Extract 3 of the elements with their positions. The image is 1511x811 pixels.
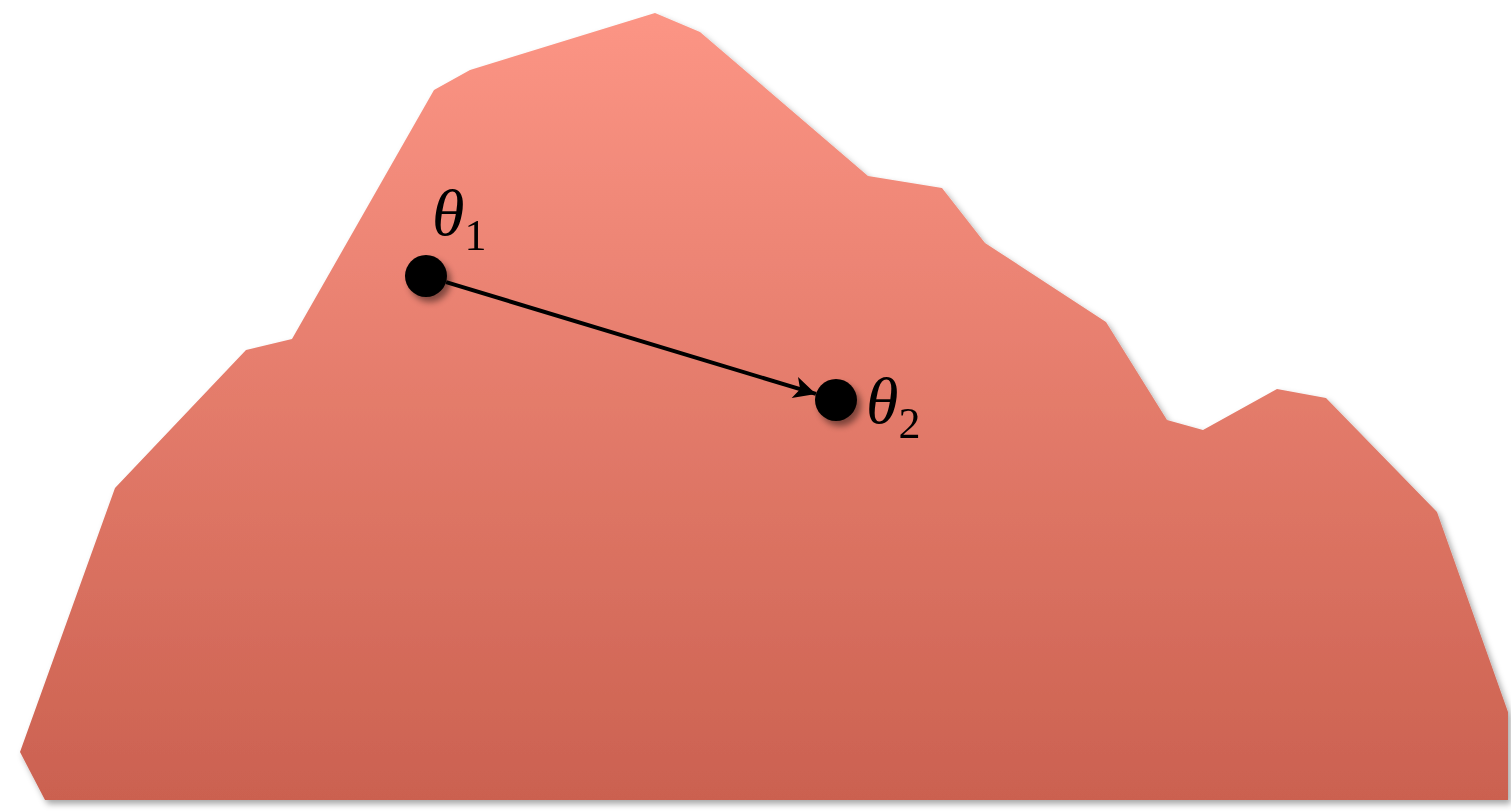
point-label: θ$_{1}$ xyxy=(432,180,487,259)
point-label: θ$_{2}$ xyxy=(866,368,921,447)
arrow xyxy=(445,280,817,399)
